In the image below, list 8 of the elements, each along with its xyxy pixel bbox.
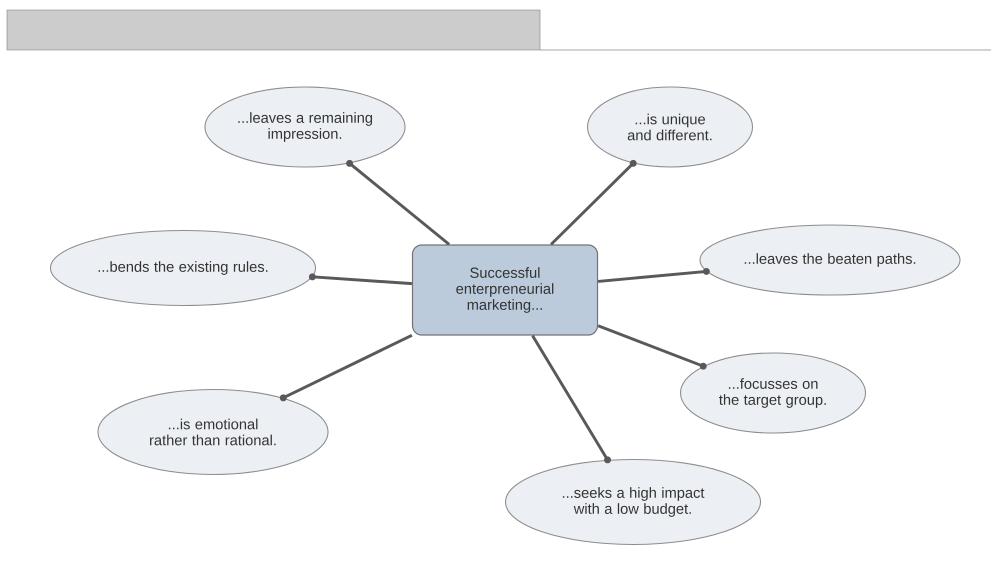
connector [598, 324, 707, 370]
topic-box: Successful enterpreneurial marketing... [412, 244, 598, 336]
connector [598, 268, 710, 283]
connector [308, 273, 412, 286]
connector [346, 160, 450, 246]
connector [531, 334, 612, 464]
connector [550, 160, 637, 246]
connector [280, 334, 413, 402]
